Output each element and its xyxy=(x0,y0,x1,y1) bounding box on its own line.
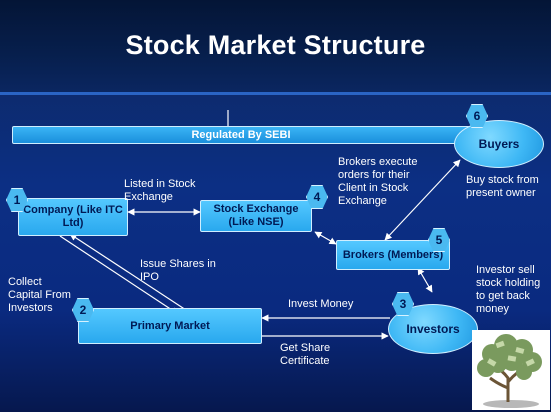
label-investor-sell: Investor sell stock holding to get back … xyxy=(476,264,541,315)
sebi-bar: Regulated By SEBI xyxy=(12,126,470,144)
company-box: Company (Like ITC Ltd) xyxy=(18,198,128,236)
label-share-certificate: Get Share Certificate xyxy=(280,342,331,367)
exchange-number-badge: 4 xyxy=(306,185,328,209)
arrow-brokers-investors xyxy=(417,267,433,293)
primary-number-badge: 2 xyxy=(72,298,94,322)
label-invest-money: Invest Money xyxy=(288,298,354,310)
investors-number-badge: 3 xyxy=(392,292,414,316)
title-band xyxy=(0,0,551,95)
page-title: Stock Market Structure xyxy=(125,30,426,60)
arrow-company-primary-2 xyxy=(69,233,187,311)
label-listed: Listed in Stock Exchange xyxy=(124,178,196,203)
company-number-badge: 1 xyxy=(6,188,28,212)
label-collect-capital: Collect Capital From Investors xyxy=(8,276,71,314)
exchange-box: Stock Exchange (Like NSE) xyxy=(200,200,312,232)
arrow-exchange-brokers xyxy=(314,231,337,245)
arrow-brokers-buyers xyxy=(384,159,461,241)
buyers-number-badge: 6 xyxy=(466,104,488,128)
buyers-circle: Buyers xyxy=(454,120,544,168)
label-issue-shares: Issue Shares in IPO xyxy=(140,258,216,283)
label-brokers-execute: Brokers execute orders for their Client … xyxy=(338,156,418,207)
arrow-company-primary-1 xyxy=(59,235,179,315)
brokers-number-badge: 5 xyxy=(428,228,450,252)
label-buy-stock: Buy stock from present owner xyxy=(466,174,539,199)
money-tree-icon xyxy=(472,330,550,410)
primary-market-box: Primary Market xyxy=(78,308,262,344)
